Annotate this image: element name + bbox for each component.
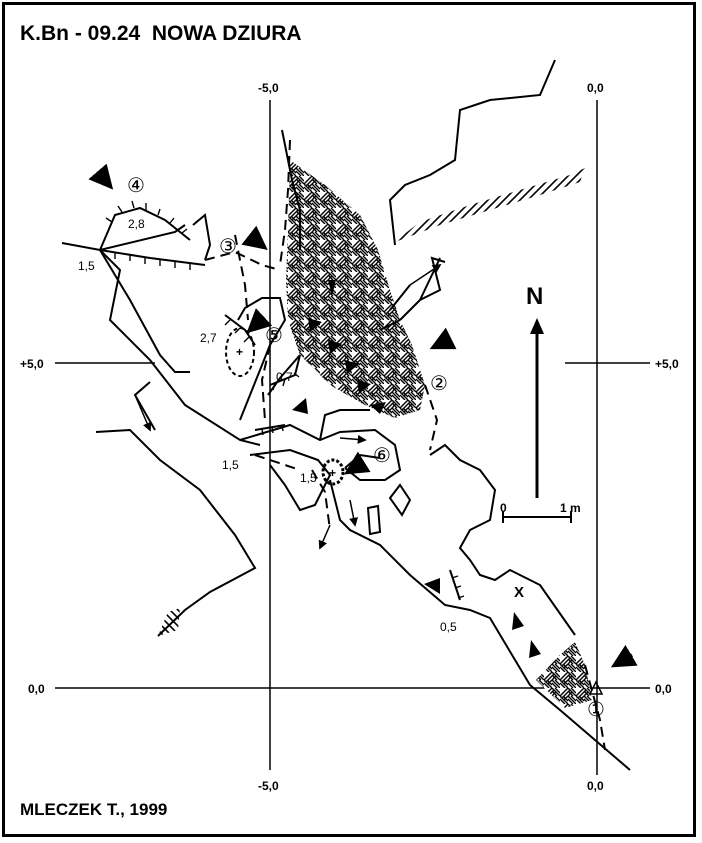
height-label-1-5-b: 1,5 [222,458,239,472]
height-label-2-8: 2,8 [128,217,145,231]
grid-label-x-0-bottom: 0,0 [587,779,604,793]
dashed-outlines [204,139,606,751]
north-label: N [526,283,543,310]
survey-station-icon [588,680,604,695]
entrance-label-5: ⑤ [265,323,283,347]
grid-label-y-pos5-right: +5,0 [655,357,679,371]
height-label-1-5-c: 1,5 [300,471,317,485]
rock-hatching [158,160,592,708]
north-arrow [530,318,544,498]
slope-markers [292,280,541,658]
shaft-cross-5: + [236,345,243,359]
entrance-label-2: ② [430,371,448,395]
height-label-0-5: 0,5 [440,620,457,634]
cave-walls [61,59,631,771]
map-title: K.Bn - 09.24 NOWA DZIURA [20,22,302,45]
entrance-label-4: ④ [127,173,145,197]
scale-bar [502,511,572,523]
entrance-label-1: ① [587,697,605,721]
height-label-0-7: 0,7 [276,370,293,384]
height-label-1-5-a: 1,5 [78,259,95,273]
entrance-label-6: ⑥ [373,443,391,467]
grid-label-x-neg5-bottom: -5,0 [258,779,279,793]
scale-end: 1 m [560,501,581,515]
marker-x: X [514,584,524,601]
height-label-2-7: 2,7 [200,331,217,345]
author-credit: MLECZEK T., 1999 [20,800,168,819]
grid-label-y-0-left: 0,0 [28,682,45,696]
grid-label-y-pos5-left: +5,0 [20,357,44,371]
grid-label-x-0-top: 0,0 [587,81,604,95]
entrance-label-3: ③ [219,234,237,258]
shaft-cross-6: + [329,466,336,480]
grid-label-x-neg5-top: -5,0 [258,81,279,95]
scale-start: 0 [500,501,507,515]
ledge-ticks [105,200,465,599]
entrance-arrows [88,163,638,668]
flow-arrows [134,264,442,550]
shafts [225,327,345,486]
grid-label-y-0-right: 0,0 [655,682,672,696]
